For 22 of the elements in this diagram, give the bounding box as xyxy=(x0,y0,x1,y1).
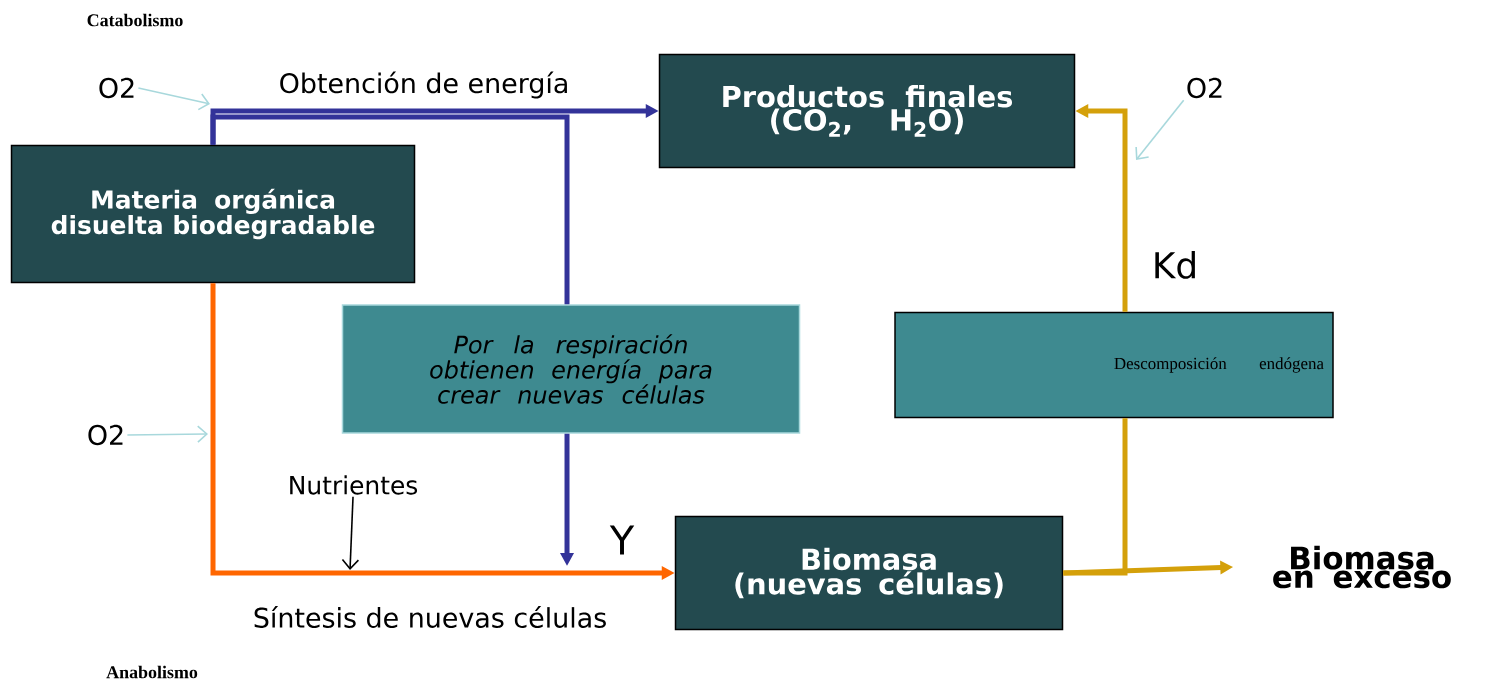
process-box: Productos finales (CO$_{2}$, H$_{2}$O) xyxy=(658,53,1076,169)
connector-line xyxy=(210,114,570,305)
oxygen-label: O2 xyxy=(88,424,123,446)
process-box: Descomposición endógena xyxy=(894,311,1334,419)
process-box: Por la respiración obtienen energía para crear nuevas células xyxy=(341,304,801,434)
arrow xyxy=(137,87,210,111)
arrow xyxy=(1135,99,1185,160)
section-heading: Anabolismo xyxy=(106,665,198,679)
process-box: Materia orgánica disuelta biodegradable xyxy=(10,144,416,284)
coefficient-label: Y xyxy=(609,525,635,555)
section-heading: Catabolismo xyxy=(87,13,183,27)
edge-label: Obtención de energía xyxy=(277,70,571,100)
arrow xyxy=(341,496,360,570)
process-box: Biomasa (nuevas células) xyxy=(674,515,1064,631)
oxygen-label: O2 xyxy=(1187,77,1222,99)
edge-label: Síntesis de nuevas células xyxy=(251,605,609,629)
oxygen-label: O2 xyxy=(99,77,134,99)
nutrient-label: Nutrientes xyxy=(290,475,418,495)
edge-label: Kd xyxy=(1150,250,1200,280)
arrow xyxy=(126,425,208,443)
output-text: Biomasa en exceso xyxy=(1273,545,1451,589)
connector-line xyxy=(1063,418,1128,576)
